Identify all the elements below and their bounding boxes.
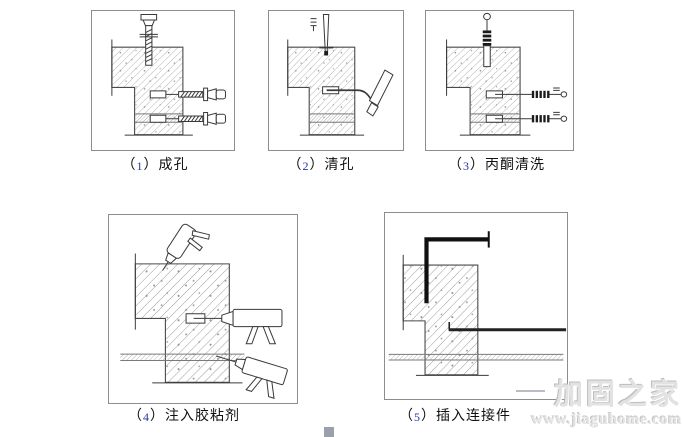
caption-paren-open: （ — [399, 407, 414, 423]
caption-paren-open: （ — [128, 407, 143, 423]
figure-panel-acetone-cleaning — [425, 10, 574, 151]
caption-label: 丙酮清洗 — [485, 156, 545, 172]
figure-panel-connector-insertion — [384, 212, 568, 400]
figure-panel-adhesive-injection — [108, 214, 298, 404]
caption-paren-close: ） — [143, 156, 159, 172]
adhesive-injection-diagram — [120, 215, 297, 403]
caption-number: 1 — [136, 159, 144, 173]
drilling-diagram — [111, 11, 227, 136]
connector-bar-vertical — [426, 231, 488, 303]
marker-square — [324, 427, 334, 437]
floor-band — [120, 354, 245, 360]
caulking-gun-bottom — [209, 348, 288, 400]
concrete-section — [403, 255, 489, 376]
caption-paren-close: ） — [421, 407, 436, 423]
caulking-gun-top — [156, 220, 211, 283]
acetone-cleaning-diagram — [445, 11, 568, 136]
caption-label: 插入连接件 — [436, 407, 511, 423]
figure-panel-drilling — [91, 10, 235, 151]
caption-paren-close: ） — [470, 156, 485, 172]
caption-number: 5 — [414, 410, 421, 424]
caption-label: 注入胶粘剂 — [165, 407, 240, 423]
figure-caption-3: （3）丙酮清洗 — [422, 154, 571, 173]
caption-label: 成孔 — [158, 156, 189, 172]
hand-pump — [323, 70, 393, 116]
watermark-logo-text: 加固之家 — [553, 379, 682, 411]
caption-number: 4 — [143, 410, 150, 424]
vertical-drill — [140, 14, 158, 65]
caption-paren-open: （ — [121, 156, 137, 172]
caption-paren-close: ） — [150, 407, 165, 423]
caption-number: 2 — [302, 159, 310, 173]
hole-cleaning-diagram — [286, 11, 403, 136]
caption-paren-open: （ — [287, 156, 303, 172]
slab-band — [308, 113, 356, 123]
connector-insertion-diagram — [385, 213, 567, 399]
caption-paren-open: （ — [448, 156, 463, 172]
figure-panel-hole-cleaning — [268, 10, 404, 151]
caption-number: 3 — [463, 159, 470, 173]
figure-caption-2: （2）清孔 — [253, 154, 389, 173]
air-flow-icon — [311, 19, 317, 32]
watermark: 加固之家 www.jiaguhome.com — [504, 381, 682, 428]
watermark-url: www.jiaguhome.com — [531, 411, 682, 428]
caption-label: 清孔 — [324, 156, 355, 172]
blow-nozzle — [319, 14, 333, 56]
watermark-dash — [516, 390, 545, 392]
caulking-gun-right — [186, 309, 282, 343]
figure-caption-5: （5）插入连接件 — [363, 405, 547, 424]
caption-paren-close: ） — [309, 156, 325, 172]
connector-bar-horizontal — [449, 322, 566, 330]
vertical-brush — [482, 13, 492, 66]
figure-caption-1: （1）成孔 — [83, 154, 227, 173]
figure-caption-4: （4）注入胶粘剂 — [89, 405, 279, 424]
floor-band — [389, 354, 564, 360]
